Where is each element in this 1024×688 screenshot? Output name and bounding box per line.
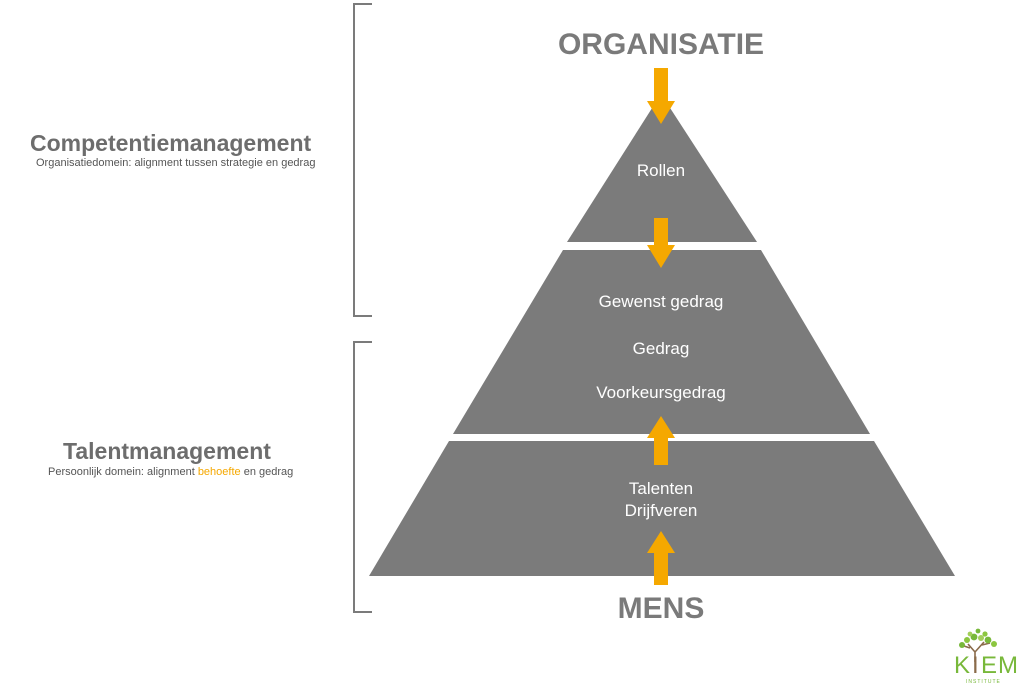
bracket-talent — [353, 341, 372, 613]
arrow-up-icon — [647, 531, 675, 585]
logo-tagline: INSTITUTE — [966, 679, 1001, 685]
section-title-competentiemanagement: Competentiemanagement — [30, 130, 312, 156]
tier-label-drijfveren: Drijfveren — [624, 501, 698, 520]
pyramid-bottom-tier — [369, 441, 955, 576]
arrow-down-icon — [647, 218, 675, 268]
subtitle-text: en gedrag — [240, 466, 294, 478]
tier-label-talenten: Talenten — [628, 479, 694, 498]
top-label-organisatie: ORGANISATIE — [557, 28, 765, 61]
logo-letter: E — [981, 652, 998, 679]
tier-label-voorkeursgedrag: Voorkeursgedrag — [596, 383, 726, 402]
arrow-up-icon — [647, 416, 675, 465]
kiem-logo: K I E M INSTITUTE — [954, 652, 1024, 686]
bottom-label-mens: MENS — [617, 592, 705, 625]
logo-letter: I — [972, 652, 979, 679]
section-subtitle-talentmanagement: Persoonlijk domein: alignment behoefte e… — [48, 466, 293, 478]
tier-label-gewenst-gedrag: Gewenst gedrag — [598, 292, 724, 311]
tier-label-gedrag: Gedrag — [632, 339, 690, 358]
logo-letter: M — [998, 652, 1018, 679]
subtitle-highlight: behoefte — [197, 466, 241, 478]
arrow-down-icon — [647, 68, 675, 124]
tier-label-rollen: Rollen — [636, 161, 686, 180]
subtitle-text: Persoonlijk domein: alignment — [48, 466, 198, 478]
section-subtitle-competentiemanagement: Organisatiedomein: alignment tussen stra… — [36, 157, 316, 169]
logo-letter: K — [954, 652, 971, 679]
section-title-talentmanagement: Talentmanagement — [63, 438, 271, 464]
bracket-competentie — [353, 3, 372, 317]
tree-logo-icon — [959, 628, 997, 662]
pyramid-middle-tier — [453, 250, 870, 434]
pyramid-top-tier — [567, 94, 757, 242]
